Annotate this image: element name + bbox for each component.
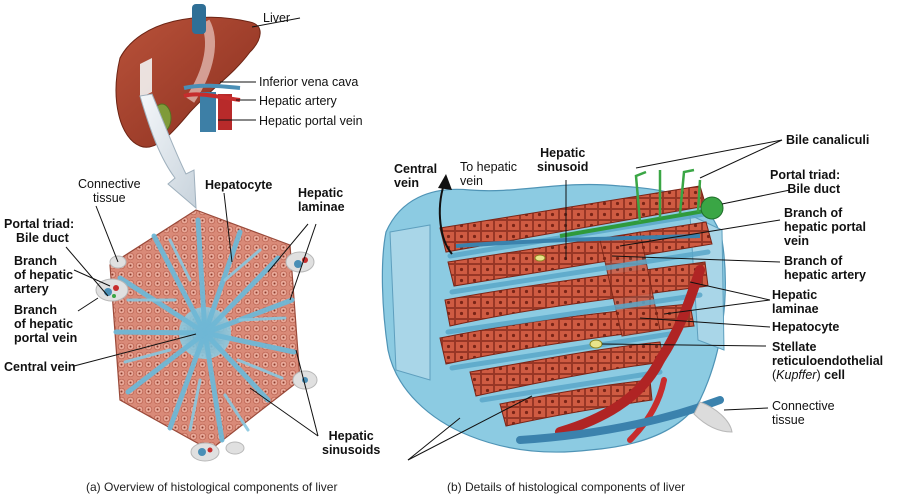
caption-a: (a) Overview of histological components … <box>86 480 338 494</box>
label-hepatic-artery: Hepatic artery <box>259 94 337 108</box>
zoom-arrow <box>139 93 197 210</box>
liver-organ <box>115 4 261 148</box>
hepatic-detail-block <box>381 168 733 453</box>
leader-lines <box>65 17 791 461</box>
label-portal-triad-b: Portal triad:Bile duct <box>770 168 841 196</box>
label-hepatocyte-a: Hepatocyte <box>205 178 273 192</box>
label-bile-canaliculi: Bile canaliculi <box>786 133 870 147</box>
caption-b: (b) Details of histological components o… <box>447 480 686 494</box>
label-hepatocyte-b: Hepatocyte <box>772 320 840 334</box>
hepatic-lobule <box>95 209 318 462</box>
label-liver: Liver <box>263 11 291 25</box>
label-portal-triad-a: Portal triad:Bile duct <box>4 217 75 245</box>
label-central-vein-a: Central vein <box>4 360 76 374</box>
label-kupffer-cell: Stellate reticuloendothelial (Kupffer) c… <box>772 340 884 382</box>
label-inferior-vena-cava: Inferior vena cava <box>259 75 359 89</box>
label-hepatic-portal-vein: Hepatic portal vein <box>259 114 363 128</box>
